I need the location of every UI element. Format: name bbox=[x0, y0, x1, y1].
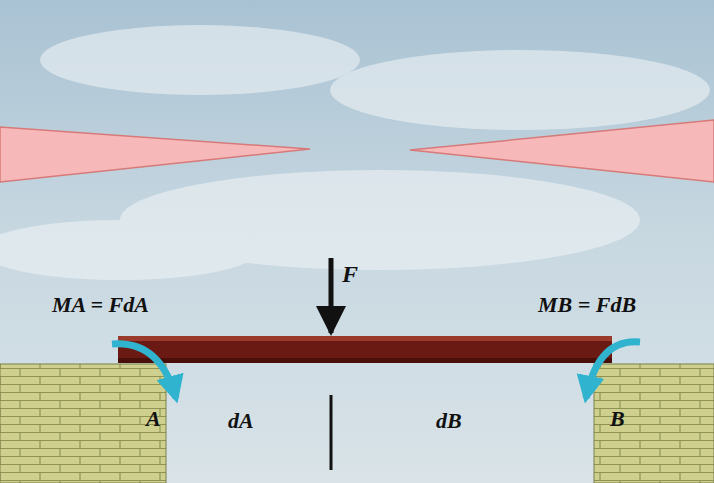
moment-arrow bbox=[586, 342, 640, 398]
distance-label: dB bbox=[436, 410, 462, 432]
moment-arrow bbox=[112, 344, 176, 398]
beam-flange bbox=[118, 358, 612, 363]
beam bbox=[118, 336, 612, 363]
left-wall bbox=[0, 364, 166, 483]
force-arrow bbox=[329, 258, 334, 333]
right-wall bbox=[594, 364, 714, 483]
force-label: F bbox=[342, 262, 358, 286]
moment-label: MB = FdB bbox=[538, 294, 636, 316]
callout-pointer bbox=[410, 120, 714, 182]
moment-label: MA = FdA bbox=[52, 294, 149, 316]
beam-flange bbox=[118, 336, 612, 341]
divider-line bbox=[330, 395, 333, 470]
distance-label: dA bbox=[228, 410, 254, 432]
callout-pointer bbox=[0, 127, 310, 182]
support-label: B bbox=[610, 408, 625, 430]
support-label: A bbox=[146, 408, 161, 430]
